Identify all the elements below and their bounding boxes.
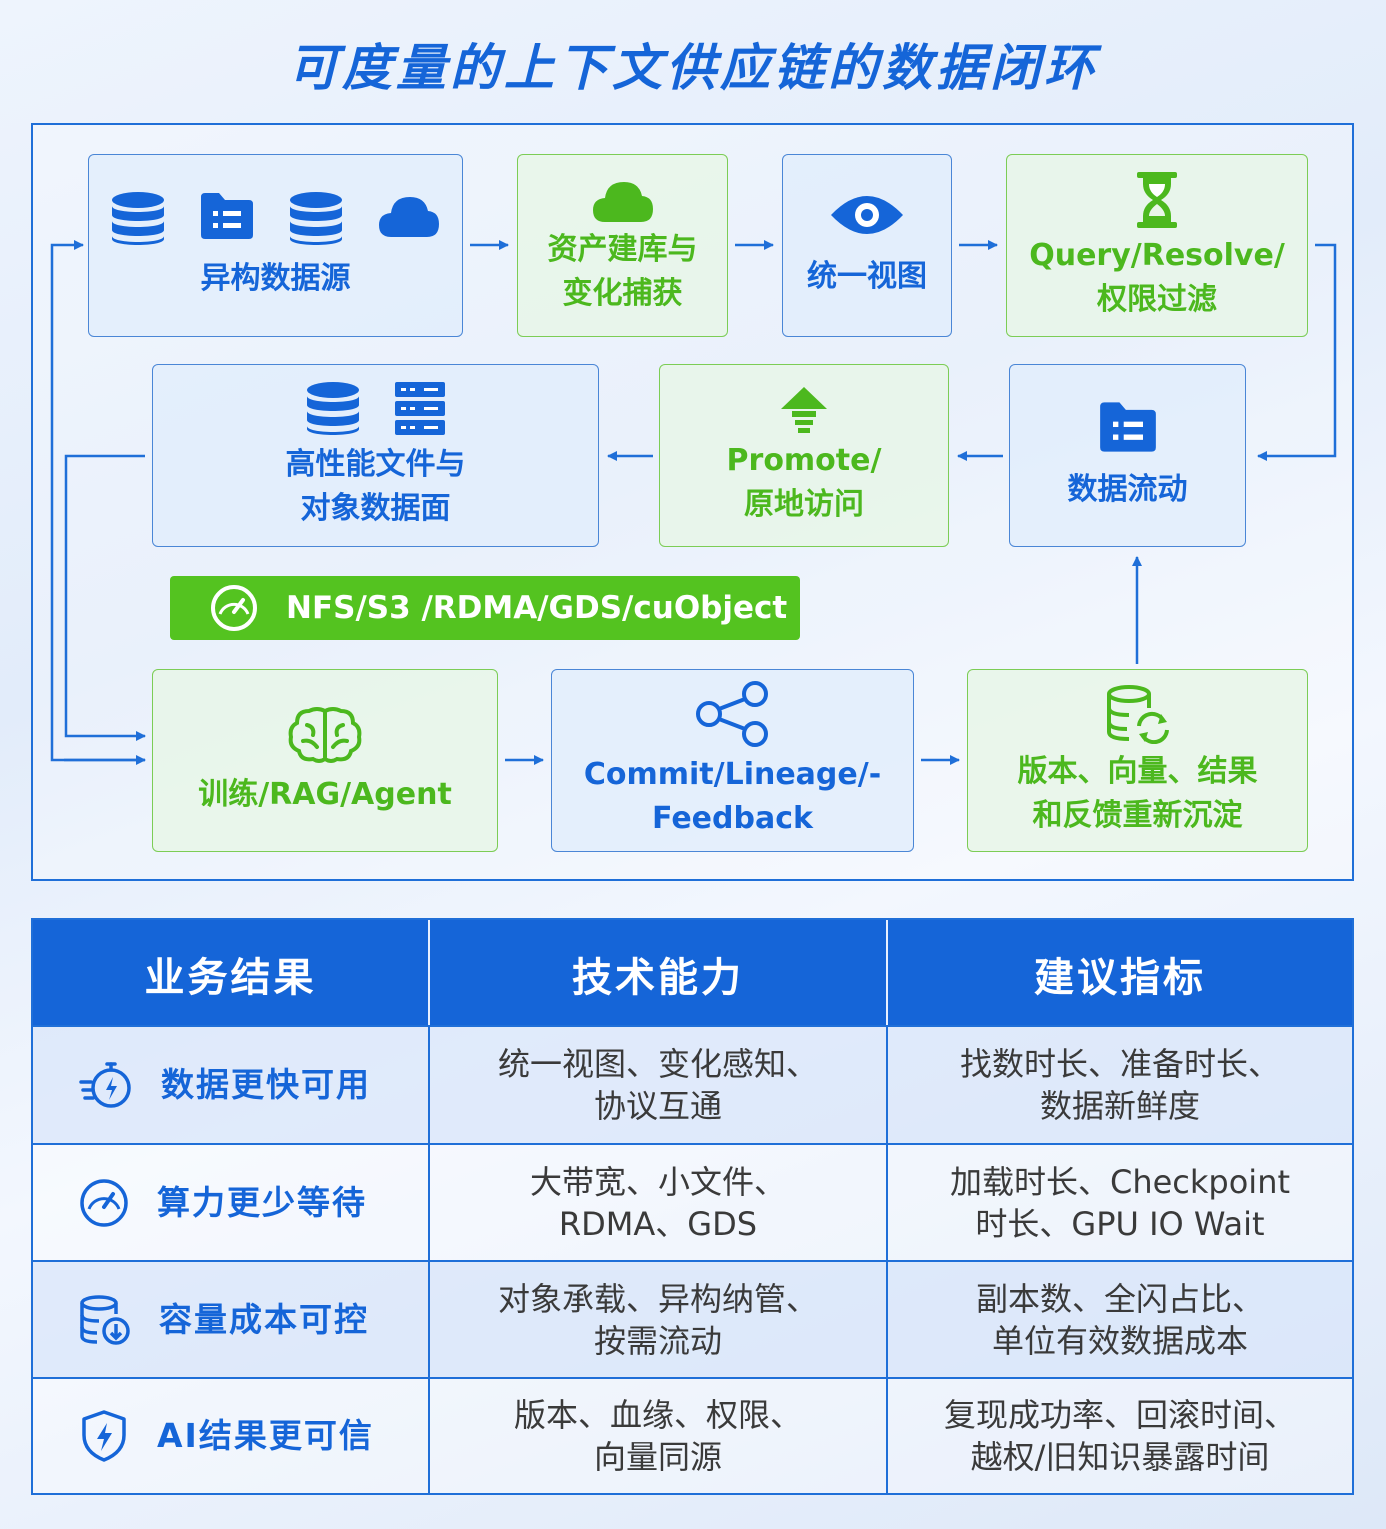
cloud-icon [377, 191, 441, 247]
node-label: Query/Resolve/ 权限过滤 [1029, 237, 1285, 317]
outcome-cell: 数据更快可用 [33, 1027, 430, 1143]
node-data-flow: 数据流动 [1009, 364, 1246, 547]
node-label: Commit/Lineage/- Feedback [583, 756, 882, 836]
capability-cell: 统一视图、变化感知、 协议互通 [430, 1027, 888, 1143]
node-commit: Commit/Lineage/- Feedback [551, 669, 914, 852]
capability-cell: 大带宽、小文件、 RDMA、GDS [430, 1145, 888, 1260]
outcome-cell: 容量成本可控 [33, 1262, 430, 1377]
outcome-cell: AI结果更可信 [33, 1379, 430, 1493]
shield-bolt-icon [79, 1367, 129, 1505]
node-label: 训练/RAG/Agent [198, 776, 452, 812]
column-header: 业务结果 [33, 920, 430, 1027]
gauge-icon [210, 584, 258, 632]
database-download-icon [79, 1252, 131, 1388]
node-label: 异构数据源 [200, 260, 351, 296]
outcome-label: AI结果更可信 [157, 1416, 374, 1455]
node-label: 版本、向量、结果 和反馈重新沉淀 [1017, 753, 1258, 833]
metric-cell: 复现成功率、回滚时间、 越权/旧知识暴露时间 [943, 1396, 1296, 1476]
node-hp-data-plane: 高性能文件与 对象数据面 [152, 364, 599, 547]
database-icon [306, 381, 360, 437]
metric-cell: 加载时长、Checkpoint 时长、GPU IO Wait [949, 1162, 1291, 1243]
share-nodes-icon [695, 680, 771, 747]
outcome-label: 数据更快可用 [161, 1065, 371, 1104]
metrics-table: 业务结果 技术能力 建议指标 数据更快可用 统一视图、变化感知、 协议互通 找数… [31, 918, 1354, 1495]
upload-arrow-icon [779, 385, 829, 435]
hourglass-icon [1135, 170, 1179, 230]
protocol-bar-label: NFS/S3 /RDMA/GDS/cuObject [286, 590, 788, 626]
cloud-icon [591, 176, 655, 224]
brain-icon [287, 705, 363, 765]
metric-cell: 副本数、全闪占比、 单位有效数据成本 [975, 1279, 1264, 1360]
page-title: 可度量的上下文供应链的数据闭环 [288, 39, 1098, 97]
capability-cell: 版本、血缘、权限、 向量同源 [430, 1379, 888, 1493]
outcome-cell: 算力更少等待 [33, 1145, 430, 1260]
node-label: 资产建库与 变化捕获 [547, 231, 698, 311]
database-icon [111, 191, 165, 247]
table-row: 数据更快可用 统一视图、变化感知、 协议互通 找数时长、准备时长、 数据新鲜度 [33, 1025, 1352, 1143]
node-label: Promote/ 原地访问 [726, 442, 882, 522]
gauge-icon [79, 1136, 129, 1270]
column-header: 技术能力 [430, 920, 888, 1027]
table-row: 容量成本可控 对象承载、异构纳管、 按需流动 副本数、全闪占比、 单位有效数据成… [33, 1260, 1352, 1377]
fast-timer-icon [79, 1018, 133, 1152]
node-label: 高性能文件与 对象数据面 [285, 446, 466, 526]
table-row: AI结果更可信 版本、血缘、权限、 向量同源 复现成功率、回滚时间、 越权/旧知… [33, 1377, 1352, 1493]
table-row: 算力更少等待 大带宽、小文件、 RDMA、GDS 加载时长、Checkpoint… [33, 1143, 1352, 1260]
node-training: 训练/RAG/Agent [152, 669, 498, 852]
database-icon [289, 191, 343, 247]
capability-cell: 对象承载、异构纳管、 按需流动 [430, 1262, 888, 1377]
folder-list-icon [1098, 400, 1158, 454]
protocol-bar: NFS/S3 /RDMA/GDS/cuObject [170, 576, 800, 640]
server-icon [394, 381, 446, 437]
node-label: 统一视图 [807, 258, 927, 294]
eye-icon [829, 193, 905, 237]
outcome-label: 容量成本可控 [159, 1299, 369, 1339]
column-header: 建议指标 [1034, 954, 1206, 1001]
node-hetero-sources: 异构数据源 [88, 154, 463, 337]
database-sync-icon [1105, 684, 1171, 744]
metric-cell: 找数时长、准备时长、 数据新鲜度 [959, 1045, 1280, 1125]
node-version: 版本、向量、结果 和反馈重新沉淀 [967, 669, 1308, 852]
node-asset-capture: 资产建库与 变化捕获 [517, 154, 728, 337]
node-query-resolve: Query/Resolve/ 权限过滤 [1006, 154, 1308, 337]
table-header: 业务结果 技术能力 建议指标 [33, 920, 1352, 1027]
node-label: 数据流动 [1067, 471, 1188, 507]
outcome-label: 算力更少等待 [157, 1182, 367, 1222]
node-promote: Promote/ 原地访问 [659, 364, 949, 547]
node-unified-view: 统一视图 [782, 154, 952, 337]
folder-list-icon [199, 191, 255, 247]
